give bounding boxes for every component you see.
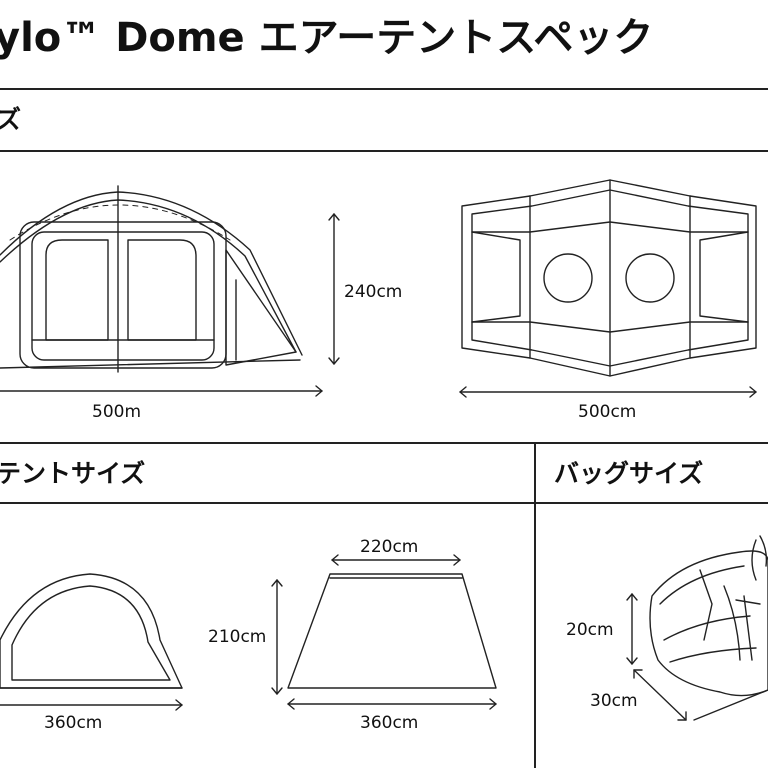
tent-top-view-drawing — [462, 180, 756, 376]
rule-top — [0, 88, 768, 90]
inner-tent-floor-drawing — [288, 574, 496, 688]
rule-middle — [0, 442, 768, 444]
rule-inner-header — [0, 502, 536, 504]
front-height-arrow — [329, 214, 339, 364]
inner-bottom-width-arrow — [288, 699, 496, 709]
inner-tent-side-drawing — [0, 574, 182, 688]
bag-depth-label: 30cm — [590, 691, 638, 711]
inner-bottom-width-label: 360cm — [360, 713, 419, 733]
bag-drawing — [650, 536, 768, 696]
inner-side-width-arrow — [0, 700, 182, 710]
section-heading-inner-tent: テントサイズ — [0, 459, 146, 488]
top-width-arrow — [460, 387, 756, 397]
rule-vertical-divider — [534, 442, 536, 768]
front-height-label: 240cm — [344, 282, 403, 302]
section-heading-size: ズ — [0, 105, 22, 134]
tent-front-view-drawing — [0, 186, 302, 372]
front-width-label: 500m — [92, 402, 142, 422]
front-width-arrow — [0, 386, 322, 396]
section-heading-bag: バッグサイズ — [554, 459, 704, 488]
inner-height-label: 210cm — [208, 627, 267, 647]
rule-main-header — [0, 150, 768, 152]
inner-side-width-label: 360cm — [44, 713, 103, 733]
page-title: ylo™ Dome エアーテントスペック — [0, 15, 654, 61]
bag-height-arrow — [627, 594, 637, 664]
inner-top-width-arrow — [332, 555, 460, 565]
inner-height-arrow — [272, 580, 282, 694]
bag-height-label: 20cm — [566, 620, 614, 640]
inner-top-width-label: 220cm — [360, 537, 419, 557]
rule-bag-header — [536, 502, 768, 504]
bag-depth-arrow — [634, 670, 768, 720]
top-width-label: 500cm — [578, 402, 637, 422]
